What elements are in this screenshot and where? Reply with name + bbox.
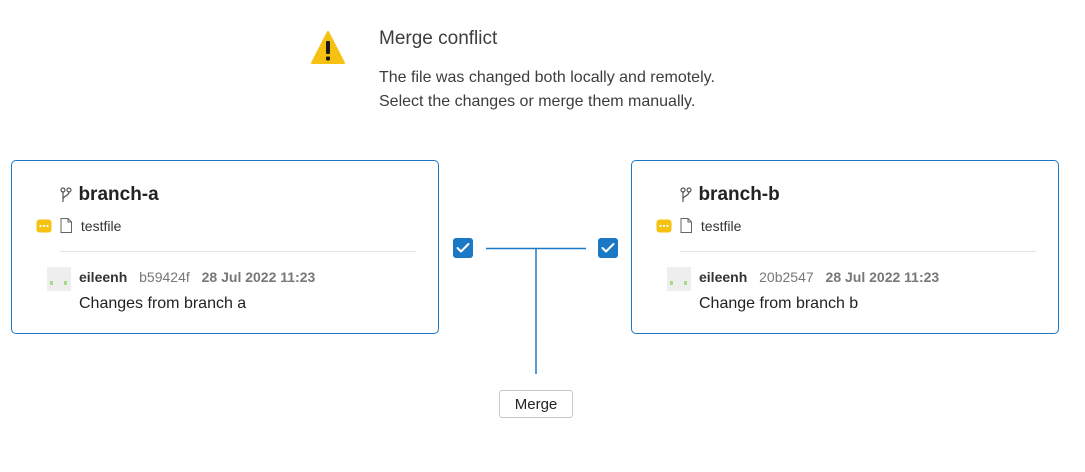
branch-name: branch-b: [698, 184, 780, 205]
page-title: Merge conflict: [379, 28, 498, 49]
file-item: testfile: [656, 217, 741, 235]
file-icon: [680, 218, 693, 234]
branch-header: branch-a: [60, 184, 159, 210]
avatar: [667, 267, 691, 291]
file-name: testfile: [700, 217, 742, 234]
file-name: testfile: [80, 217, 122, 234]
divider: [60, 251, 416, 252]
branch-card-b: branch-b testfile eileenh 20b2547 28 Jul…: [631, 160, 1059, 334]
commit-message: Changes from branch a: [79, 295, 247, 312]
branch-header: branch-b: [680, 184, 780, 210]
merge-button[interactable]: Merge: [499, 390, 573, 418]
checkmark-icon: [601, 243, 615, 253]
select-branch-a-checkbox[interactable]: [453, 238, 473, 258]
divider: [680, 251, 1036, 252]
commit-author: eileenh: [79, 269, 128, 285]
commit-date: 28 Jul 2022 11:23: [825, 269, 940, 285]
commit-date: 28 Jul 2022 11:23: [201, 269, 316, 285]
commit-meta: eileenh 20b2547 28 Jul 2022 11:23: [699, 269, 939, 285]
branch-icon: [680, 187, 692, 202]
file-icon: [60, 218, 73, 234]
modified-status-icon: [656, 219, 672, 233]
commit-hash[interactable]: 20b2547: [759, 269, 814, 285]
commit-hash[interactable]: b59424f: [139, 269, 190, 285]
warning-icon: [311, 31, 345, 64]
branch-card-a: branch-a testfile eileenh b59424f 28 Jul…: [11, 160, 439, 334]
checkmark-icon: [456, 243, 470, 253]
merge-conflict-header: Merge conflict The file was changed both…: [0, 0, 1085, 130]
file-item: testfile: [36, 217, 121, 235]
commit-author: eileenh: [699, 269, 748, 285]
description-line: Select the changes or merge them manuall…: [379, 93, 696, 110]
commit-message: Change from branch b: [699, 295, 859, 312]
conflict-description: The file was changed both locally and re…: [379, 66, 715, 114]
branch-name: branch-a: [78, 184, 159, 205]
branch-icon: [60, 187, 72, 202]
avatar: [47, 267, 71, 291]
select-branch-b-checkbox[interactable]: [598, 238, 618, 258]
modified-status-icon: [36, 219, 52, 233]
commit-meta: eileenh b59424f 28 Jul 2022 11:23: [79, 269, 315, 285]
description-line: The file was changed both locally and re…: [379, 69, 715, 86]
